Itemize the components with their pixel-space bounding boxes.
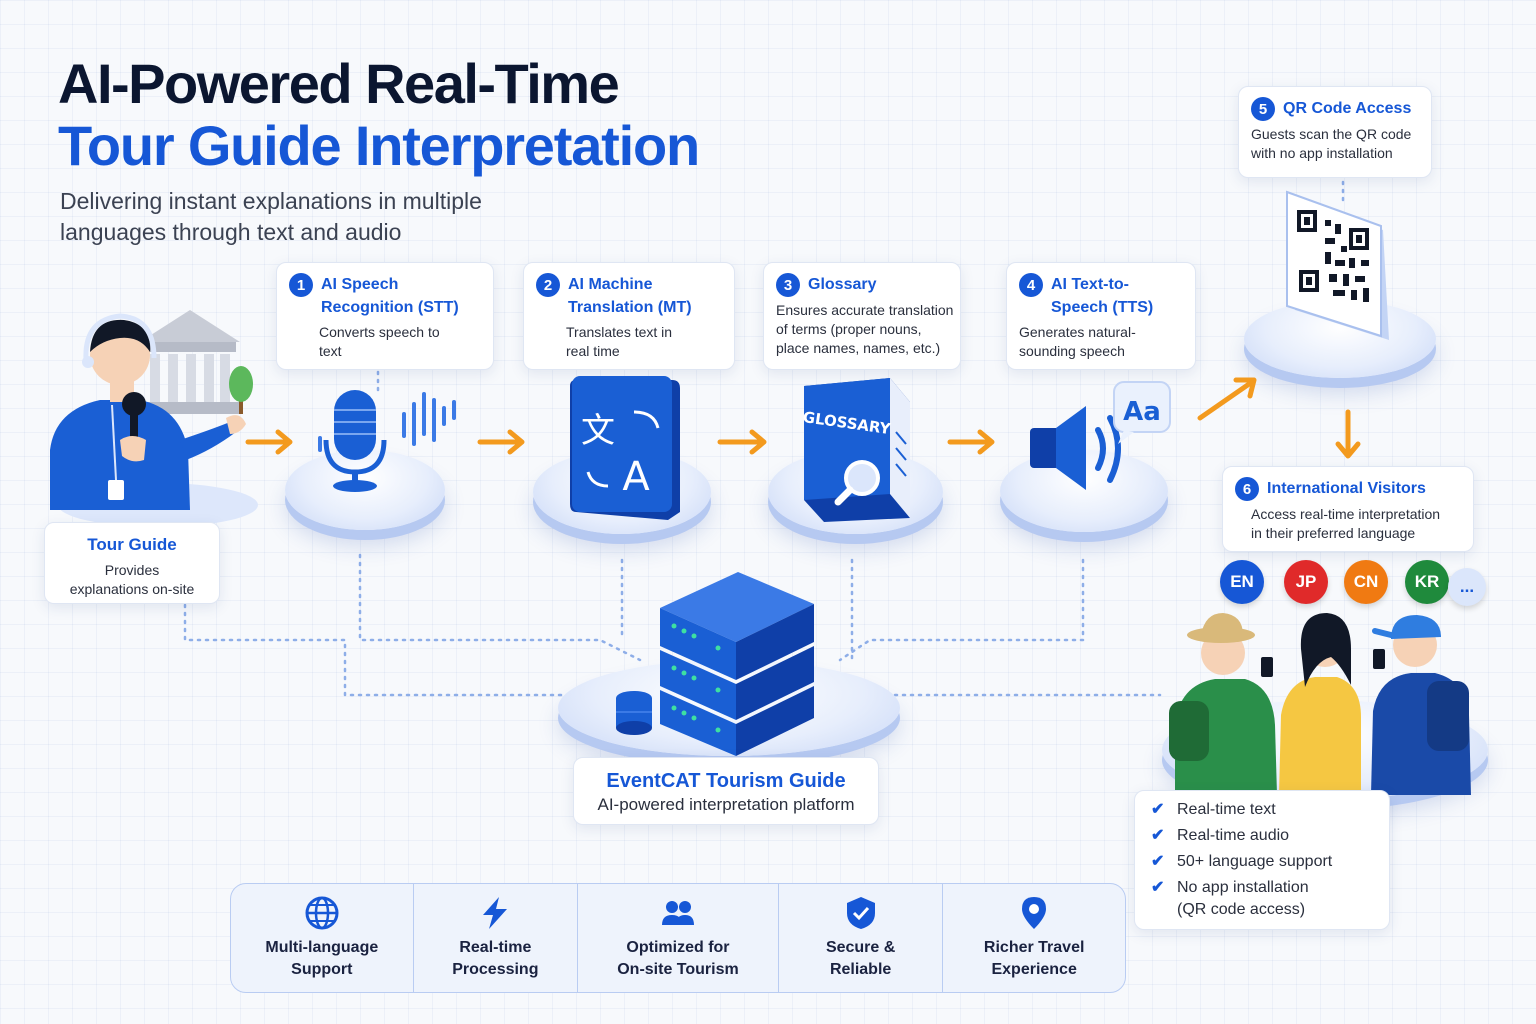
benefit-item: ✔ Real-time audio xyxy=(1151,825,1373,847)
step-2-title: AI Machine Translation (MT) xyxy=(568,276,692,316)
step-3-card: 3 Glossary Ensures accurate translation o… xyxy=(763,262,961,370)
shield-icon xyxy=(846,897,875,929)
feature-multi-language: Multi-language Support xyxy=(231,884,414,992)
lang-more-label: ... xyxy=(1459,577,1475,596)
microphone-icon xyxy=(318,390,456,492)
arrow-down-icon xyxy=(1335,409,1361,459)
feature-label: Richer Travel Experience xyxy=(983,939,1085,978)
feature-richer-travel: Richer Travel Experience xyxy=(943,884,1125,992)
step-4-title: AI Text-to-Speech (TTS) xyxy=(1051,276,1154,316)
check-icon: ✔ xyxy=(1151,879,1165,896)
features-bar: Multi-language Support Real-time Process… xyxy=(230,883,1126,993)
step-4-badge: 4 xyxy=(1019,273,1043,297)
step-6-card: 6 International Visitors Access real-time… xyxy=(1222,466,1474,552)
text-bubble-icon: Aa xyxy=(1113,381,1171,444)
step-1-desc: Converts speech to text xyxy=(319,324,440,359)
target-glyph: A xyxy=(622,454,650,500)
lang-en-bubble: EN xyxy=(1220,560,1264,604)
step-3-title: Glossary xyxy=(808,276,877,293)
step-3-desc: Ensures accurate translation of terms (p… xyxy=(776,302,954,356)
platform-card: EventCAT Tourism Guide AI-powered interp… xyxy=(573,757,879,825)
glossary-book-icon: GLOSSARY xyxy=(802,378,910,522)
feature-label: Real-time Processing xyxy=(452,939,539,978)
feature-secure: Secure & Reliable xyxy=(779,884,944,992)
step-6-title: International Visitors xyxy=(1267,480,1426,497)
lang-more-bubble: ... xyxy=(1448,568,1486,606)
lang-kr-label: KR xyxy=(1414,572,1440,591)
benefit-item: ✔ 50+ language support xyxy=(1151,851,1373,873)
platform-desc: AI-powered interpretation platform xyxy=(597,795,855,814)
tour-guide-desc: Provides explanations on-site xyxy=(69,562,195,597)
step-2-badge: 2 xyxy=(536,273,560,297)
server-icon xyxy=(616,572,814,756)
tour-guide-illustration xyxy=(50,310,258,527)
museum-building-icon xyxy=(140,310,240,414)
arrow-right-icon xyxy=(477,429,525,455)
translation-icon: 文 A xyxy=(570,376,680,520)
benefit-label: Real-time text xyxy=(1177,801,1276,818)
speaker-icon: Aa xyxy=(1030,381,1171,490)
benefits-card: ✔ Real-time text ✔ Real-time audio ✔ 50+ la… xyxy=(1134,790,1390,930)
step-3-badge: 3 xyxy=(776,273,800,297)
lang-cn-bubble: CN xyxy=(1344,560,1388,604)
arrow-right-icon xyxy=(717,429,767,455)
check-icon: ✔ xyxy=(1151,827,1165,844)
check-icon: ✔ xyxy=(1151,853,1165,870)
check-icon: ✔ xyxy=(1151,801,1165,818)
qr-code-icon xyxy=(1286,190,1389,340)
step-1-badge: 1 xyxy=(289,273,313,297)
arrow-up-right-icon xyxy=(1197,377,1257,421)
benefit-label: No app installation (QR code access) xyxy=(1177,879,1309,918)
lang-cn-label: CN xyxy=(1353,572,1379,591)
people-icon xyxy=(661,901,694,925)
title-line-1: AI-Powered Real-Time xyxy=(58,52,620,115)
globe-icon xyxy=(305,896,339,930)
step-5-card: 5 QR Code Access Guests scan the QR code … xyxy=(1238,86,1432,178)
lightning-icon xyxy=(483,897,508,929)
benefit-label: 50+ language support xyxy=(1177,853,1333,870)
step-5-badge: 5 xyxy=(1251,97,1275,121)
step-1-title: AI Speech Recognition (STT) xyxy=(321,276,459,316)
arrow-right-icon xyxy=(245,429,293,455)
step-6-badge: 6 xyxy=(1235,477,1259,501)
benefit-item: ✔ Real-time text xyxy=(1151,799,1373,821)
visitors-illustration xyxy=(1169,613,1471,795)
feature-real-time: Real-time Processing xyxy=(414,884,579,992)
step-5-title: QR Code Access xyxy=(1283,100,1412,117)
sound-wave-icon xyxy=(318,392,456,452)
database-icon xyxy=(616,691,652,735)
source-glyph: 文 xyxy=(581,411,615,451)
step-2-card: 2 AI Machine Translation (MT) Translates … xyxy=(523,262,735,370)
step-2-desc: Translates text in real time xyxy=(566,324,673,359)
tour-guide-title: Tour Guide xyxy=(87,535,177,554)
platform-title: EventCAT Tourism Guide xyxy=(606,770,846,792)
location-pin-icon xyxy=(1022,897,1047,929)
arrow-right-icon xyxy=(947,429,995,455)
title-line-2: Tour Guide Interpretation xyxy=(58,114,700,177)
benefit-label: Real-time audio xyxy=(1177,827,1290,844)
feature-label: Secure & Reliable xyxy=(825,939,896,978)
step-4-desc: Generates natural-sounding speech xyxy=(1019,324,1136,359)
feature-label: Optimized for On-site Tourism xyxy=(617,939,739,978)
feature-on-site: Optimized for On-site Tourism xyxy=(578,884,779,992)
benefit-item: ✔ No app installation (QR code access) xyxy=(1151,877,1373,921)
lang-en-label: EN xyxy=(1230,572,1254,591)
subtitle: Delivering instant explanations in multi… xyxy=(60,188,482,245)
tree-icon xyxy=(229,366,253,414)
step-1-card: 1 AI Speech Recognition (STT) Converts sp… xyxy=(276,262,494,370)
feature-label: Multi-language Support xyxy=(265,939,379,978)
tour-guide-card: Tour Guide Provides explanations on-site xyxy=(44,522,220,604)
lang-jp-label: JP xyxy=(1295,572,1317,591)
step-4-card: 4 AI Text-to-Speech (TTS) Generates natur… xyxy=(1006,262,1196,370)
lang-jp-bubble: JP xyxy=(1284,560,1328,604)
tts-bubble-label: Aa xyxy=(1123,397,1161,427)
step-5-desc: Guests scan the QR code with no app inst… xyxy=(1251,126,1412,161)
step-6-desc: Access real-time interpretation in their… xyxy=(1251,506,1441,541)
lang-kr-bubble: KR xyxy=(1405,560,1449,604)
